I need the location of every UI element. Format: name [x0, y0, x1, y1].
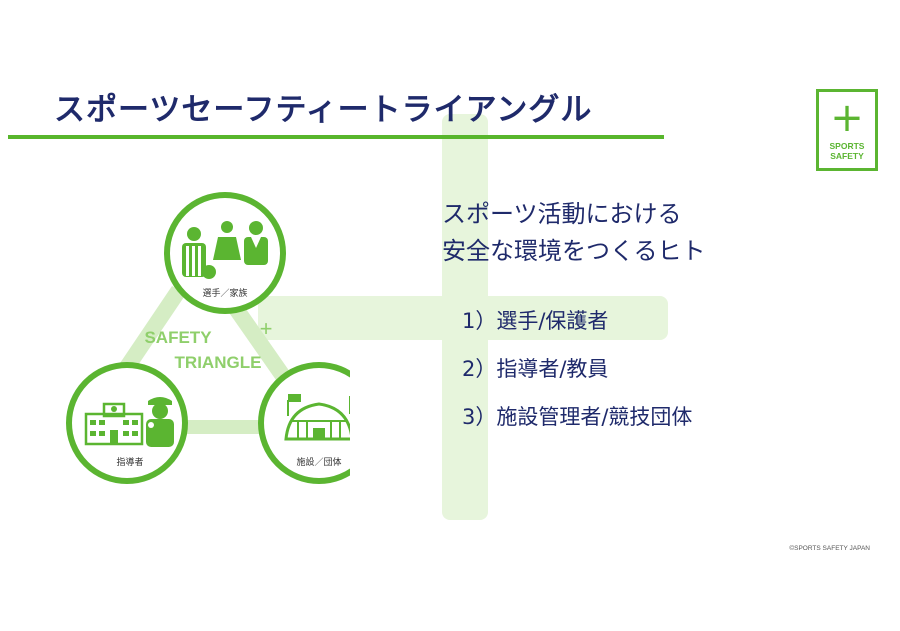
people-list: 1）選手/保護者 2）指導者/教員 3）施設管理者/競技団体: [462, 306, 692, 450]
main-heading-line-1: スポーツ活動における: [442, 200, 682, 228]
page-title: スポーツセーフティートライアングル: [54, 92, 593, 128]
sports-safety-logo: + SPORTS SAFETY: [816, 89, 878, 171]
logo-line-2: SAFETY: [830, 151, 864, 161]
triangle-center-line-1: SAFETY: [144, 328, 212, 347]
node-label-coach: 指導者: [116, 456, 143, 468]
main-heading-line-2: 安全な環境をつくるヒト: [442, 237, 706, 265]
school-coach-icon: [84, 397, 174, 447]
node-facility-organization: 施設／団体: [258, 362, 350, 484]
node-athletes-family: 選手／家族: [164, 192, 286, 314]
node-coach: 指導者: [66, 362, 188, 484]
athletes-family-icon: [182, 221, 268, 279]
list-item-coaches-teachers: 2）指導者/教員: [462, 357, 609, 381]
list-item-athletes-guardians: 1）選手/保護者: [462, 309, 609, 333]
logo-plus-icon: +: [830, 95, 864, 141]
title-underline: [8, 135, 664, 139]
logo-line-1: SPORTS: [829, 141, 865, 151]
triangle-center-plus: +: [260, 316, 273, 341]
stadium-icon: [284, 394, 350, 441]
logo-text: SPORTS SAFETY: [819, 141, 875, 161]
background-cross-horizontal: [258, 296, 668, 340]
copyright-notice: ©SPORTS SAFETY JAPAN: [789, 545, 870, 552]
list-item-facility-organizations: 3）施設管理者/競技団体: [462, 405, 693, 429]
main-heading: スポーツ活動における 安全な環境をつくるヒト: [442, 196, 706, 270]
triangle-center-line-2: TRIANGLE: [175, 353, 262, 372]
node-label-facility-organization: 施設／団体: [296, 456, 341, 468]
node-label-athletes-family: 選手／家族: [202, 287, 247, 299]
safety-triangle-diagram: SAFETY + TRIANGLE 選手／家族: [66, 192, 350, 484]
